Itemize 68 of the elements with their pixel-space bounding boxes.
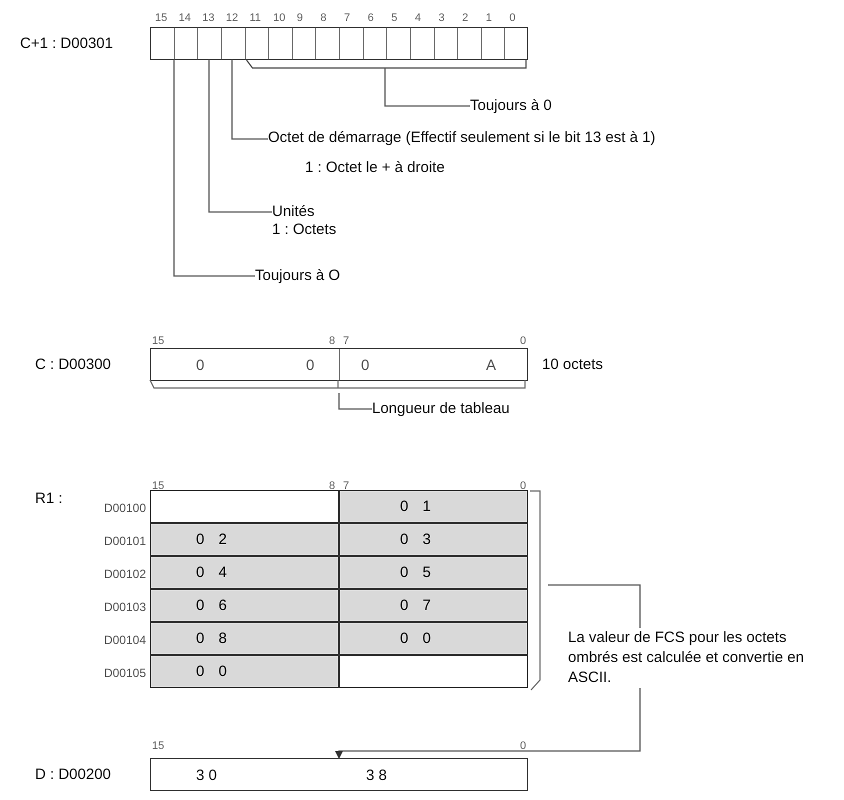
bit-number: 10: [273, 12, 286, 24]
bit-number: 0: [520, 335, 526, 347]
register-address: D00102: [102, 566, 146, 583]
bit-number: 2: [462, 12, 468, 24]
register-address: D00101: [102, 533, 146, 550]
bit-number: 6: [368, 12, 374, 24]
shaded-byte-cell: 0 0: [150, 655, 339, 688]
register-address: D00104: [102, 632, 146, 649]
bit-number: 13: [202, 12, 214, 24]
bit-number: 14: [178, 12, 191, 24]
shaded-byte-cell: 0 7: [339, 589, 528, 622]
size-note: 10 octets: [542, 356, 603, 374]
shaded-byte-cell: 0 2: [150, 523, 339, 556]
shaded-byte-cell: 0 6: [150, 589, 339, 622]
leader-line: [173, 60, 255, 277]
shaded-byte-cell: 0 1: [339, 490, 528, 523]
annotation-text: Octet de démarrage (Effectif seulement si le bit 13 est à 1): [268, 129, 656, 147]
bit-number: 0: [520, 480, 526, 492]
bit-number: 15: [152, 740, 164, 752]
byte-value: 3 8: [366, 767, 387, 785]
leader-line: [208, 60, 272, 213]
leader-line: [338, 393, 372, 410]
register-name: C : D00300: [35, 356, 111, 374]
bit-number: 1: [486, 12, 492, 24]
bit-number: 3: [438, 12, 445, 24]
shaded-byte-cell: 0 5: [339, 556, 528, 589]
annotation-text: Longueur de tableau: [372, 400, 510, 418]
byte-value: A: [486, 357, 496, 375]
bit-number: 7: [343, 335, 350, 347]
annotation-text: Toujours à 0: [470, 97, 552, 115]
shaded-byte-cell: 0 3: [339, 523, 528, 556]
shaded-byte-cell: 0 0: [339, 622, 528, 655]
bit-number: 4: [414, 12, 421, 24]
note-text: La valeur de FCS pour les octets ombrés est calculée et convertie en ASCII.: [568, 628, 805, 688]
bit-number: 15: [155, 12, 168, 24]
annotation-text: Toujours à O: [255, 267, 340, 285]
register-name: D : D00200: [35, 766, 111, 784]
bit-number: 7: [343, 480, 350, 492]
byte-value: 0: [306, 357, 314, 375]
leader-line: [548, 584, 641, 628]
shaded-byte-cell: 0 4: [150, 556, 339, 589]
arrow: [335, 688, 641, 759]
byte-value: 0: [361, 357, 370, 375]
register-address: D00100: [102, 500, 146, 517]
leader-line: [231, 60, 268, 140]
bit-number: 0: [520, 740, 526, 752]
bit-number: 9: [296, 12, 303, 24]
byte-value: 3 0: [196, 767, 217, 785]
leader-line: [384, 68, 470, 107]
bit-number: 0: [509, 12, 516, 24]
bit-number: 8: [320, 12, 326, 24]
byte-value: 0: [196, 357, 204, 375]
bit-number: 8: [329, 480, 336, 492]
bit-number: 12: [226, 12, 238, 24]
bit-number: 5: [391, 12, 398, 24]
annotation-text: 1 : Octet le + à droite: [305, 159, 446, 177]
annotation-text: 1 : Octets: [272, 221, 336, 239]
bit-number: 15: [152, 480, 164, 492]
register-name: C+1 : D00301: [20, 35, 113, 53]
register-name: R1 :: [35, 490, 63, 508]
register-address: D00103: [102, 599, 146, 616]
register-address: D00105: [102, 665, 146, 682]
bit-number: 8: [329, 335, 336, 347]
annotation-text: Unités: [272, 203, 316, 221]
bit-number: 7: [344, 12, 350, 24]
shaded-byte-cell: 0 8: [150, 622, 339, 655]
bit-number: 11: [250, 12, 261, 24]
bit-number: 15: [152, 335, 164, 347]
